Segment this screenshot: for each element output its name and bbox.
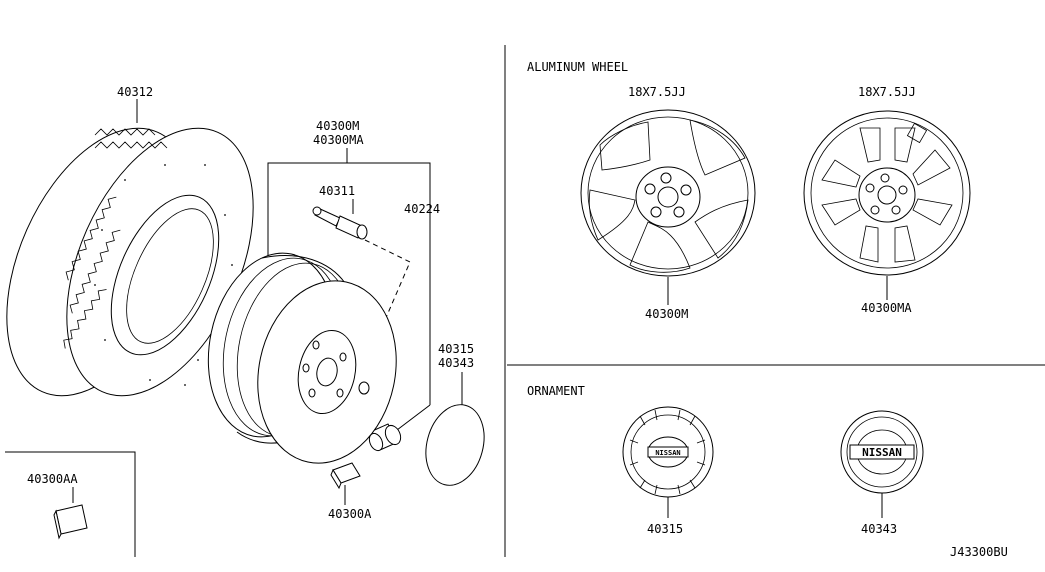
label-cap-1: 40315 xyxy=(438,342,474,356)
tire-drawing xyxy=(6,127,254,397)
ornament-40343-drawing xyxy=(840,410,924,494)
size-label-wheel-ma: 18X7.5JJ xyxy=(858,85,916,99)
label-wheel-assembly-2: 40300MA xyxy=(313,133,364,147)
diagram-code: J43300BU xyxy=(950,545,1008,559)
label-wheel-m: 40300M xyxy=(645,307,688,321)
inset-box-border xyxy=(5,451,136,557)
label-weight-alt: 40300AA xyxy=(27,472,78,486)
ornament-40343-emblem-text: NISSAN xyxy=(862,446,902,459)
label-ornament-40315: 40315 xyxy=(647,522,683,536)
label-ornament-40343: 40343 xyxy=(861,522,897,536)
label-valve: 40311 xyxy=(319,184,355,198)
label-nut: 40224 xyxy=(404,202,440,216)
label-wheel-assembly-1: 40300M xyxy=(316,119,359,133)
leader-nut xyxy=(396,404,431,431)
steel-wheel-drawing xyxy=(207,252,397,464)
size-label-wheel-m: 18X7.5JJ xyxy=(628,85,686,99)
ornament-40315-emblem-text: NISSAN xyxy=(655,449,680,457)
valve-stem-drawing xyxy=(312,206,368,240)
ornament-40315-drawing xyxy=(622,406,714,498)
label-wheel-ma: 40300MA xyxy=(861,301,912,315)
label-tire: 40312 xyxy=(117,85,153,99)
lug-nut-drawing xyxy=(368,423,402,452)
alloy-wheel-40300m-drawing xyxy=(580,109,756,277)
label-balance-weight: 40300A xyxy=(328,507,372,521)
adhesive-weight-drawing xyxy=(53,504,88,540)
bracket-wheel-assembly xyxy=(267,162,431,405)
center-cap-drawing xyxy=(425,404,485,486)
section-title-ornament: ORNAMENT xyxy=(527,384,585,398)
section-title-aluminum-wheel: ALUMINUM WHEEL xyxy=(527,60,628,74)
alloy-wheel-40300ma-drawing xyxy=(803,110,971,276)
label-cap-2: 40343 xyxy=(438,356,474,370)
balance-weight-drawing xyxy=(330,462,361,490)
